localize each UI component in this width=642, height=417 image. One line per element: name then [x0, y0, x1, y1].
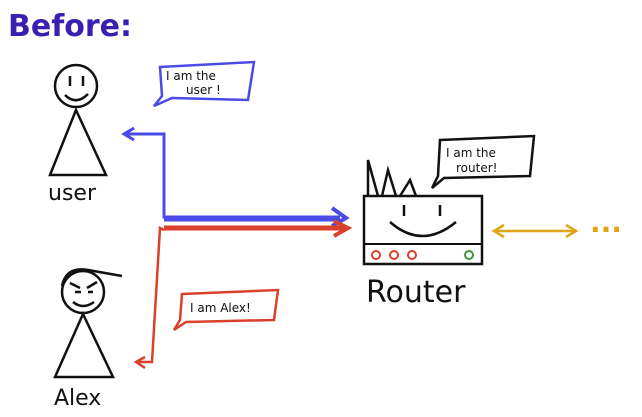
alex-return-arrowhead — [133, 355, 146, 370]
alex-grin — [72, 300, 95, 308]
alex-return-line — [138, 226, 165, 364]
alex-connection — [133, 219, 353, 370]
router-antenna-1 — [366, 159, 380, 197]
alex-bubble-text: I am Alex! — [190, 301, 251, 315]
user-smile — [64, 93, 89, 102]
router-led-1 — [371, 250, 381, 260]
router-bubble-line1: I am the — [446, 146, 496, 160]
user-body — [48, 106, 108, 177]
router-smile — [389, 221, 457, 238]
router-label: Router — [366, 275, 466, 310]
network-link-arrowhead-right — [565, 223, 579, 239]
router-antenna-3 — [398, 177, 418, 197]
user-bubble-line1: I am the — [166, 69, 216, 83]
router-network-link — [491, 223, 579, 239]
user-return-line — [126, 132, 340, 219]
router-device — [362, 159, 484, 266]
router-led-3 — [407, 250, 417, 260]
user-bubble-line2: user ! — [186, 83, 221, 97]
alex-cap — [60, 268, 123, 287]
user-label: user — [48, 181, 97, 206]
alex-label: Alex — [54, 386, 101, 411]
router-speech-bubble: I am the router! — [430, 134, 536, 189]
user-head — [53, 63, 99, 109]
continuation-dots: ... — [590, 206, 622, 239]
alex-figure — [53, 268, 123, 379]
router-body — [362, 194, 484, 266]
router-led-2 — [389, 250, 399, 260]
alex-body — [53, 311, 115, 379]
alex-speech-bubble: I am Alex! — [172, 288, 280, 332]
alex-bubble-outline — [172, 288, 280, 332]
user-bubble-outline — [153, 60, 256, 108]
network-link-arrowhead-left — [491, 223, 505, 239]
user-speech-bubble: I am the user ! — [153, 60, 256, 108]
diagram-title: Before: — [8, 9, 132, 44]
user-return-arrowhead — [121, 126, 135, 142]
router-led-status — [464, 250, 474, 260]
router-bubble-line2: router! — [456, 161, 497, 175]
router-bubble-outline — [430, 134, 536, 189]
user-connection — [121, 126, 350, 228]
router-antenna-2 — [380, 165, 398, 197]
alex-main-arrowhead — [333, 219, 353, 238]
user-figure — [48, 63, 108, 177]
alex-eyebrows — [69, 280, 98, 290]
